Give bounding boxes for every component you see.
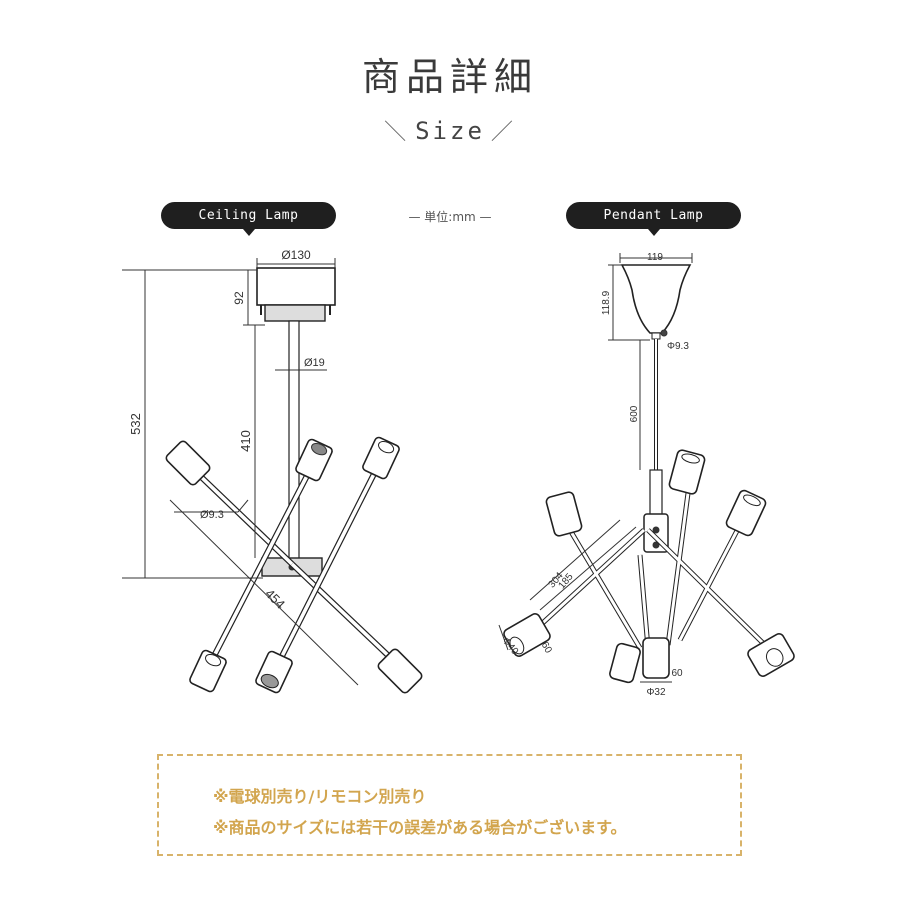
size-heading: ＼Size／ [0, 114, 900, 146]
note-bulb-remote: ※電球別売り/リモコン別売り [213, 787, 427, 806]
dim-bottom-diameter: Φ32 [646, 687, 666, 698]
dim-rod-length: 410 [238, 430, 253, 452]
ceiling-rod [288, 320, 300, 560]
dim-socket-length: 60 [539, 640, 554, 656]
unit-label: — 単位:mm — [408, 210, 492, 224]
dim-cord-diameter: Φ9.3 [667, 341, 689, 352]
ceiling-canopy-base [264, 304, 326, 322]
right-slash: ／ [490, 120, 516, 145]
pendant-lamp-label: Pendant Lamp [566, 202, 741, 236]
left-slash: ＼ [384, 120, 410, 145]
pendant-lamp-diagram: 119 118.9 Φ9.3 600 304 185 Φ40 60 60 Φ32 [498, 252, 795, 698]
ceiling-canopy [256, 267, 336, 306]
dim-total-height: 532 [128, 413, 143, 435]
pendant-canopy [620, 264, 692, 334]
dim-canopy-width: 119 [647, 252, 663, 263]
dim-rod-diameter: Ø19 [304, 357, 325, 369]
page-title: 商品詳細 [361, 55, 538, 99]
dim-canopy-height-pendant: 118.9 [601, 290, 612, 315]
dim-canopy-height: 92 [232, 291, 246, 305]
dim-arm-diameter: Ø9.3 [200, 509, 224, 521]
dim-width: 454 [262, 586, 288, 612]
notes-box [157, 754, 742, 856]
ceiling-lamp-label: Ceiling Lamp [161, 202, 336, 236]
size-heading-text: Size [415, 117, 485, 145]
dim-cord-length: 600 [629, 405, 640, 422]
ceiling-lamp-diagram: Ø130 92 Ø19 532 410 Ø9.3 454 [122, 248, 423, 694]
dim-bottom-height: 60 [671, 668, 683, 679]
dim-canopy-diameter: Ø130 [281, 248, 311, 262]
note-size-tolerance: ※商品のサイズには若干の誤差がある場合がございます。 [213, 818, 627, 837]
